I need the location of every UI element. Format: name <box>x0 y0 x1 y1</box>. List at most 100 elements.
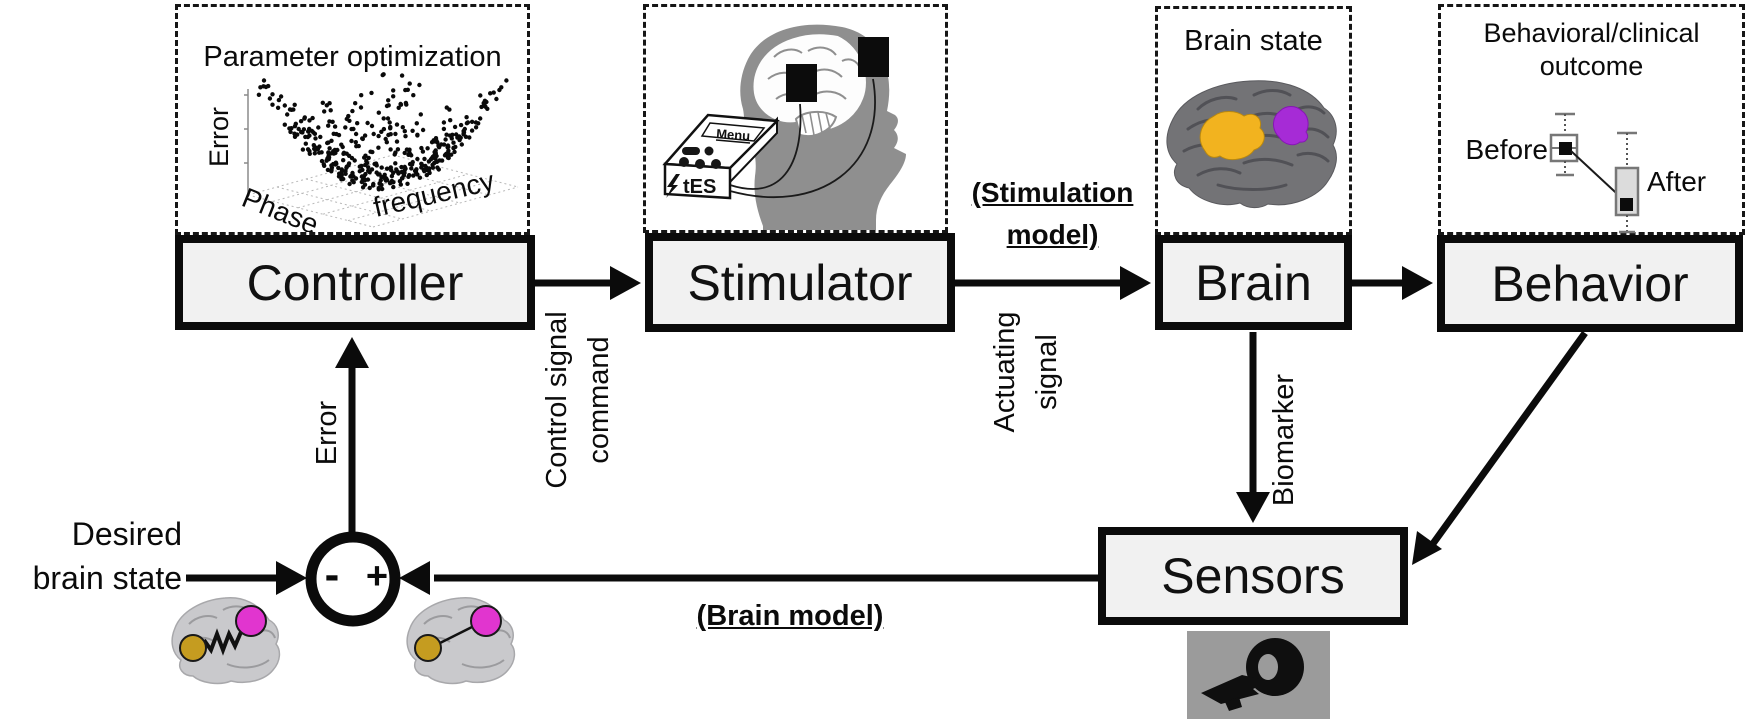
yellow-node <box>414 634 442 662</box>
scatter-dot <box>394 122 400 127</box>
scatter-dot <box>343 168 348 174</box>
scatter-dot <box>391 184 396 190</box>
scatter-dot <box>307 133 312 138</box>
error-axis-ticks <box>244 94 248 164</box>
behavioral-outcome-title: Behavioral/clinical outcome <box>1441 17 1742 83</box>
scatter-dot <box>334 161 339 166</box>
scatter-dot <box>447 133 453 138</box>
scatter-dot <box>385 116 391 121</box>
scatter-dot <box>400 125 405 130</box>
scatter-dot <box>374 170 379 175</box>
scatter-dot <box>369 90 374 96</box>
scatter-dot <box>303 141 308 146</box>
brain-node: Brain <box>1155 235 1352 330</box>
scatter-dot <box>390 179 395 185</box>
scatter-dot <box>386 132 391 138</box>
floor-gridline <box>322 173 469 215</box>
scatter-dot <box>405 181 410 186</box>
scatter-dot <box>330 119 335 125</box>
scatter-dot <box>307 118 312 123</box>
scatter-dot <box>355 121 360 126</box>
scatter-dot <box>444 105 449 110</box>
scatter-dot <box>347 118 352 124</box>
scatter-dot <box>451 140 456 145</box>
sum-minus-sign: - <box>324 550 340 599</box>
scatter-dot <box>360 185 366 190</box>
error-edge-label: Error <box>311 400 343 466</box>
arrowhead-desired-to-sum <box>276 561 307 595</box>
brain-model-label: (Brain model) <box>696 600 884 632</box>
scatter-dot <box>327 146 332 151</box>
measured-state-brain <box>406 596 516 685</box>
scatter-dot <box>357 164 362 169</box>
scatter-dot <box>303 134 308 140</box>
head-illustration <box>729 24 906 230</box>
scatter-dot <box>459 142 464 147</box>
scatter-dot <box>341 176 346 182</box>
actuating-signal-edge-label: Actuating signal <box>984 312 1068 433</box>
scatter-dot <box>307 148 312 154</box>
scatter-dot <box>353 140 358 145</box>
scatter-dot <box>469 119 475 125</box>
scatter-dot <box>393 131 398 137</box>
scatter-dot <box>329 138 334 143</box>
scatter-dot <box>473 125 479 130</box>
scatter-dot <box>363 171 368 177</box>
scatter-dot <box>354 144 359 149</box>
electrode-wire-2 <box>729 78 876 199</box>
scatter-dot <box>376 145 381 150</box>
scatter-dot <box>348 174 353 179</box>
scatter-dot <box>289 107 294 113</box>
purple-activation-region <box>1273 106 1309 146</box>
device-button-1 <box>704 146 714 156</box>
scatter-dot <box>276 97 282 103</box>
scatter-dot <box>418 112 423 117</box>
scatter-dot <box>446 155 451 161</box>
scatter-dot <box>381 116 386 121</box>
before-marker <box>1559 142 1572 155</box>
arrowhead-to-brain <box>1120 266 1151 300</box>
scatter-dot <box>336 174 342 179</box>
control-signal-edge-label: Control signal command <box>536 311 620 488</box>
control-signal-line1: Control signal <box>541 311 573 489</box>
sum-plus-sign: + <box>365 555 389 598</box>
scatter-dot <box>419 145 424 151</box>
desired-state-brain <box>171 596 281 685</box>
scatter-dot <box>336 132 342 138</box>
scanner-bore-hole <box>1258 654 1278 680</box>
arrowhead-behavior-to-sensors <box>1412 531 1442 565</box>
before-after-boxplot <box>1549 112 1640 234</box>
scatter-dot <box>444 132 449 137</box>
scatter-dot <box>411 93 416 98</box>
scatter-dot <box>478 116 483 121</box>
scatter-dot <box>399 169 404 175</box>
scatter-dot <box>302 115 307 120</box>
scatter-dot <box>398 101 403 107</box>
desired-line2: brain state <box>32 560 182 596</box>
scatter-dot <box>451 145 456 150</box>
scatter-dot <box>364 158 369 164</box>
scatter-dot <box>478 93 483 98</box>
brain-state-title: Brain state <box>1184 25 1323 57</box>
scatter-dot <box>347 181 352 187</box>
scatter-dot <box>313 136 318 141</box>
floor-gridline <box>247 194 374 228</box>
scatter-dot <box>365 120 370 126</box>
scatter-dot <box>369 167 375 172</box>
scatter-dot <box>449 152 454 157</box>
scatter-dot <box>363 153 368 158</box>
scatter-dot <box>357 169 362 174</box>
stimulator-illustration-panel: Menu tES <box>643 4 948 233</box>
floor-gridline <box>347 180 494 222</box>
biomarker-edge-label: Biomarker <box>1268 373 1300 507</box>
scatter-dot <box>399 73 405 78</box>
scatter-dot <box>387 120 392 125</box>
scatter-dot <box>367 185 372 191</box>
device-button-4 <box>711 159 721 169</box>
scatter-dot <box>395 147 401 152</box>
parameter-optimization-title: Parameter optimization <box>203 41 502 73</box>
stimulation-model-line1: (Stimulation <box>971 177 1134 208</box>
scanner-bed-base <box>1225 697 1242 711</box>
scatter-dot <box>292 124 298 129</box>
